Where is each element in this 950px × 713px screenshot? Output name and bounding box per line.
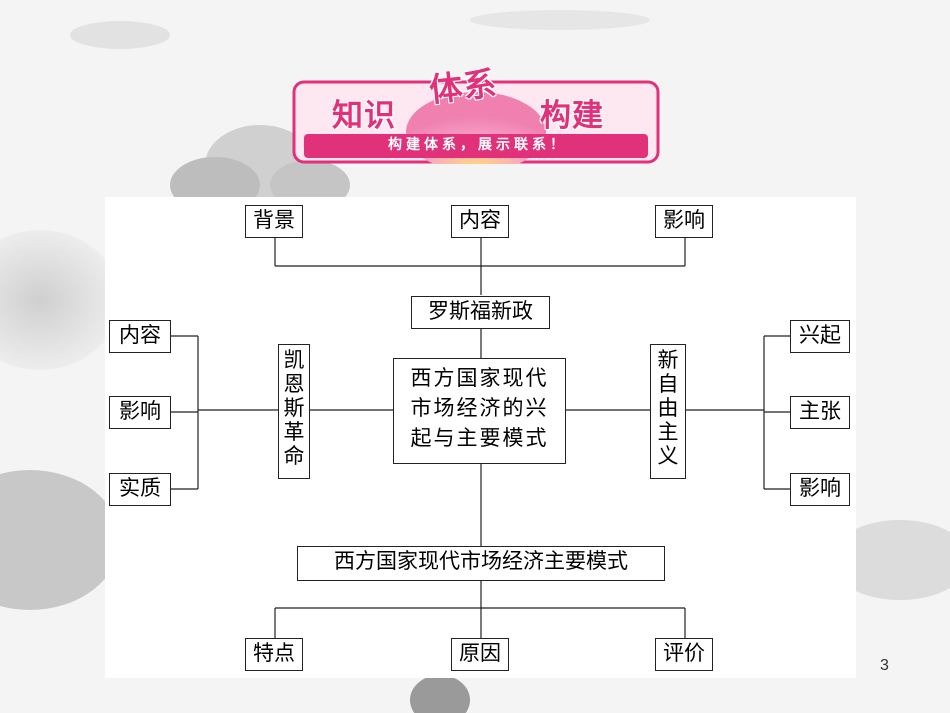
node-proposition: 主张 — [790, 396, 850, 429]
keynes-char: 革 — [283, 420, 305, 444]
node-left-impact: 影响 — [109, 396, 171, 429]
node-evaluation: 评价 — [655, 638, 713, 671]
node-roosevelt-new-deal: 罗斯福新政 — [411, 296, 550, 329]
keynes-char: 斯 — [283, 396, 305, 420]
node-neoliberalism: 新 自 由 主 义 — [650, 344, 686, 479]
page-number: 3 — [880, 657, 889, 674]
node-left-content: 内容 — [109, 320, 171, 353]
central-line: 起与主要模式 — [410, 426, 549, 450]
section-banner: 知识 体系 构建 构建体系，展示联系！ — [292, 64, 660, 164]
keynes-char: 恩 — [283, 372, 305, 396]
neoliberal-char: 义 — [657, 444, 679, 468]
neoliberal-char: 新 — [657, 348, 679, 372]
node-reasons: 原因 — [451, 638, 509, 671]
banner-title-left: 知识 — [332, 98, 396, 134]
node-central-topic: 西方国家现代 市场经济的兴 起与主要模式 — [393, 358, 566, 464]
neoliberal-char: 自 — [657, 372, 679, 396]
node-features: 特点 — [245, 638, 303, 671]
node-left-essence: 实质 — [109, 473, 171, 506]
central-line: 市场经济的兴 — [410, 396, 549, 420]
node-rise: 兴起 — [790, 320, 850, 353]
neoliberal-char: 主 — [657, 420, 679, 444]
node-background: 背景 — [245, 205, 303, 238]
central-line: 西方国家现代 — [410, 366, 549, 390]
node-keynesian-revolution: 凯 恩 斯 革 命 — [278, 344, 310, 479]
banner-subtitle: 构建体系，展示联系！ — [388, 137, 568, 153]
neoliberal-char: 由 — [657, 396, 679, 420]
keynes-char: 凯 — [283, 348, 305, 372]
node-right-impact: 影响 — [790, 473, 850, 506]
keynes-char: 命 — [283, 444, 305, 468]
banner-title-right: 构建 — [540, 98, 604, 134]
node-impact: 影响 — [655, 205, 713, 238]
node-content: 内容 — [451, 205, 509, 238]
node-main-models: 西方国家现代市场经济主要模式 — [297, 546, 665, 581]
banner-frame — [292, 80, 660, 164]
